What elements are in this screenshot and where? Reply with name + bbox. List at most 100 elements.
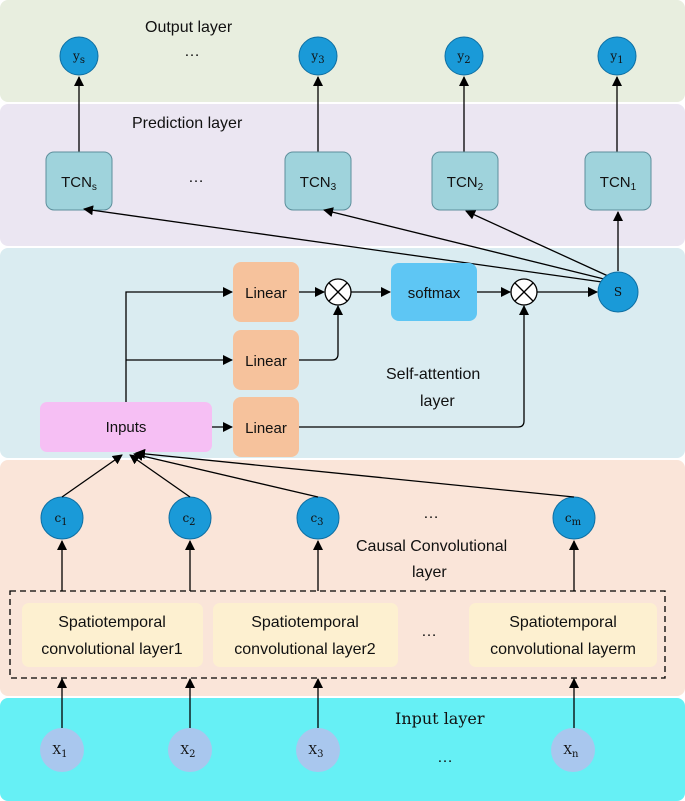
tcn-ellipsis: … <box>188 169 204 186</box>
tcn-label: TCN <box>600 174 631 191</box>
input-band <box>0 698 685 801</box>
svg-text:y2: y2 <box>456 49 470 66</box>
svg-text:X3: X3 <box>309 743 324 760</box>
output-node-label: y <box>310 49 318 63</box>
tcn-box <box>45 151 113 211</box>
inputs-to-linear-q-arrow <box>125 287 233 402</box>
attention-layer-title-2: layer <box>420 393 455 410</box>
input-node-sub: 2 <box>189 749 195 760</box>
causal-to-inputs-arrow <box>129 454 191 498</box>
linear-k-to-multiply-arrow <box>299 305 343 361</box>
svg-text:c2: c2 <box>182 511 195 528</box>
output-node-sub: s <box>80 55 85 66</box>
linear-label: Linear <box>245 353 287 370</box>
softmax-box <box>391 263 477 321</box>
st-ellipsis: … <box>421 623 437 640</box>
causal-to-inputs-arrow <box>61 454 123 498</box>
st-layer-line2: convolutional layer1 <box>41 641 183 658</box>
svg-text:y3: y3 <box>310 49 324 66</box>
svg-text:Xn: Xn <box>564 743 580 760</box>
linear-box-key <box>233 330 299 390</box>
causal-node-label: c <box>182 511 189 525</box>
prediction-layer-title: Prediction layer <box>132 115 243 132</box>
causal-node-sub: 1 <box>61 517 67 528</box>
tcn-label: TCN <box>447 174 478 191</box>
st-layer-group <box>9 590 666 679</box>
multiply-node-1 <box>324 278 352 306</box>
output-node <box>444 36 484 76</box>
inputs-box <box>40 402 212 452</box>
input-node-label: X <box>309 743 318 757</box>
causal-node-sub: 2 <box>189 517 195 528</box>
output-node-label: y <box>72 49 80 63</box>
input-node-label: X <box>564 743 573 757</box>
st-layer-line2: convolutional layer2 <box>234 641 376 658</box>
causal-layer-title-2: layer <box>412 564 447 581</box>
softmax-label: softmax <box>408 285 461 302</box>
output-node-sub: 1 <box>617 55 623 66</box>
causal-node-label: c <box>310 511 317 525</box>
attention-layer-title-1: Self-attention <box>386 366 480 383</box>
svg-text:y1: y1 <box>609 49 623 66</box>
output-layer-title: Output layer <box>145 19 233 36</box>
causal-ellipsis: … <box>423 505 439 522</box>
output-node <box>597 36 637 76</box>
tcn-box <box>284 151 352 211</box>
tcn-sub: s <box>92 182 97 193</box>
input-node <box>40 728 84 772</box>
svg-text:X1: X1 <box>53 743 68 760</box>
output-band <box>0 0 685 102</box>
st-layer-line1: Spatiotemporal <box>509 614 617 631</box>
inputs-label: Inputs <box>106 419 147 436</box>
tcn-box <box>584 151 652 211</box>
output-node-label: y <box>456 49 464 63</box>
svg-text:cm: cm <box>565 511 582 528</box>
st-layer-box <box>22 603 203 667</box>
input-node <box>168 728 212 772</box>
st-layer-box <box>469 603 657 667</box>
output-node <box>59 36 99 76</box>
s-to-tcn-arrow <box>323 207 605 280</box>
tcn-label: TCN <box>61 174 92 191</box>
svg-text:X2: X2 <box>181 743 196 760</box>
svg-text:TCN3: TCN3 <box>300 174 337 193</box>
svg-text:TCN1: TCN1 <box>600 174 637 193</box>
svg-text:ys: ys <box>72 49 85 66</box>
st-layer-line2: convolutional layerm <box>490 641 636 658</box>
tcn-sub: 3 <box>331 182 337 193</box>
input-node-sub: n <box>572 749 579 760</box>
output-node-sub: 3 <box>318 55 324 66</box>
output-node <box>298 36 338 76</box>
st-layer-box <box>213 603 398 667</box>
tcn-label: TCN <box>300 174 331 191</box>
input-ellipsis: … <box>437 749 453 766</box>
input-node-label: X <box>53 743 62 757</box>
tcn-sub: 2 <box>478 182 484 193</box>
causal-to-inputs-arrow <box>133 451 319 498</box>
linear-box-query <box>233 262 299 322</box>
causal-node-label: c <box>565 511 572 525</box>
input-node <box>551 728 595 772</box>
svg-text:c3: c3 <box>310 511 323 528</box>
output-ellipsis: … <box>184 43 200 60</box>
input-layer-title: Input layer <box>395 709 485 728</box>
output-node-label: y <box>609 49 617 63</box>
svg-text:c1: c1 <box>54 511 67 528</box>
linear-box-value <box>233 397 299 457</box>
causal-node-sub: 3 <box>317 517 323 528</box>
input-node <box>296 728 340 772</box>
causal-to-inputs-arrow <box>135 448 575 498</box>
st-layer-line1: Spatiotemporal <box>58 614 166 631</box>
causal-layer-title-1: Causal Convolutional <box>356 538 507 555</box>
svg-text:TCNs: TCNs <box>61 174 97 193</box>
input-node-label: X <box>181 743 190 757</box>
output-node-sub: 2 <box>464 55 470 66</box>
tcn-sub: 1 <box>631 182 637 193</box>
input-node-sub: 3 <box>317 749 323 760</box>
multiply-node-2 <box>510 278 538 306</box>
s-to-tcn-arrow <box>465 210 609 277</box>
s-node <box>597 271 639 313</box>
linear-label: Linear <box>245 420 287 437</box>
